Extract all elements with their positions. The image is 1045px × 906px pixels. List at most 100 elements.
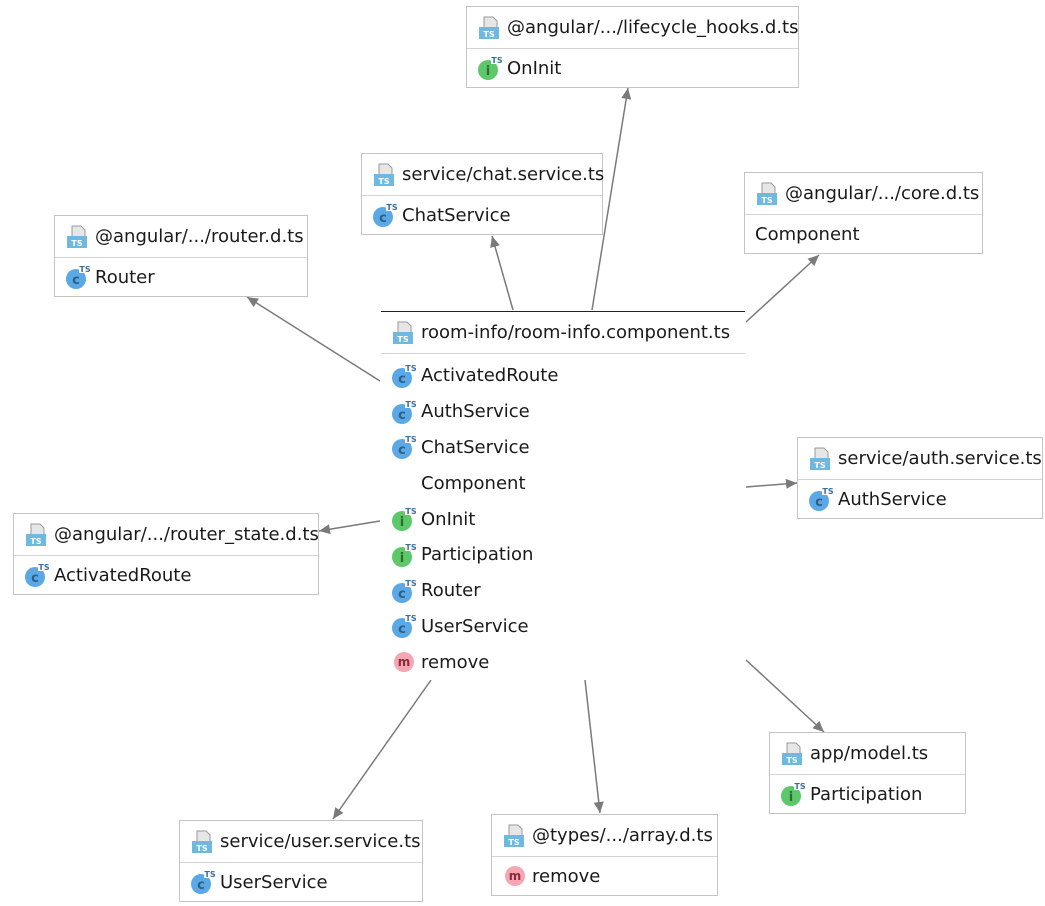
svg-text:c: c	[31, 571, 39, 586]
edge-to-array	[584, 679, 604, 814]
ts-file-icon: TS	[477, 15, 503, 41]
svg-text:TS: TS	[405, 435, 416, 444]
member-label: Component	[421, 472, 526, 494]
svg-text:TS: TS	[405, 579, 416, 588]
svg-text:TS: TS	[79, 265, 90, 274]
svg-text:TS: TS	[38, 563, 49, 572]
file-name: @types/.../array.d.ts	[532, 825, 713, 846]
member-label: Router	[95, 266, 155, 288]
ts-file-icon: TS	[372, 162, 398, 188]
member-label: AuthService	[421, 401, 530, 423]
ts-file-icon: TS	[391, 320, 417, 346]
ts-file-icon: TS	[780, 741, 806, 767]
file-name: service/user.service.ts	[220, 831, 421, 852]
svg-text:c: c	[398, 622, 406, 637]
svg-text:c: c	[398, 408, 406, 423]
method-icon: m	[391, 649, 417, 675]
svg-text:c: c	[398, 443, 406, 458]
file-name: @angular/.../router_state.d.ts	[54, 524, 319, 545]
edge-to-model	[745, 659, 825, 733]
method-icon: m	[502, 863, 528, 889]
svg-text:i: i	[400, 551, 404, 566]
member-label: UserService	[421, 615, 529, 637]
svg-text:TS: TS	[30, 537, 41, 546]
ts-file-icon: TS	[755, 181, 781, 207]
member-label: UserService	[220, 871, 328, 893]
file-name: @angular/.../core.d.ts	[785, 183, 980, 204]
svg-text:c: c	[197, 878, 205, 893]
member-label: Participation	[810, 783, 923, 805]
edge-to-chat-service	[490, 235, 514, 311]
svg-text:TS: TS	[508, 838, 519, 847]
svg-text:m: m	[398, 655, 411, 669]
member-label: remove	[532, 865, 601, 887]
file-name: @angular/.../lifecycle_hooks.d.ts	[507, 17, 799, 38]
svg-text:TS: TS	[405, 543, 416, 552]
member-row[interactable]: Component	[745, 215, 982, 253]
svg-text:c: c	[815, 495, 823, 510]
edge-to-auth-service	[745, 478, 798, 489]
svg-text:i: i	[486, 64, 490, 79]
edge-to-router-state	[318, 520, 381, 535]
node-core[interactable]: TS@angular/.../core.d.ts Component	[744, 172, 983, 254]
svg-text:TS: TS	[483, 30, 494, 39]
member-label: ActivatedRoute	[421, 365, 559, 387]
member-label: ChatService	[402, 204, 511, 226]
svg-text:TS: TS	[378, 177, 389, 186]
svg-text:c: c	[72, 273, 80, 288]
file-header: TS room-info/room-info.component.ts	[381, 311, 745, 354]
edge-to-lifecycle-hooks	[591, 87, 632, 311]
edge-to-router	[246, 296, 381, 382]
svg-text:m: m	[509, 869, 522, 883]
svg-text:TS: TS	[405, 614, 416, 623]
member-row[interactable]: Component	[381, 465, 745, 501]
svg-text:TS: TS	[397, 335, 408, 344]
member-label: ActivatedRoute	[54, 564, 192, 586]
svg-text:TS: TS	[814, 461, 825, 470]
svg-text:TS: TS	[386, 203, 397, 212]
file-name: service/auth.service.ts	[838, 448, 1042, 469]
member-label: Participation	[421, 544, 534, 566]
svg-text:TS: TS	[405, 400, 416, 409]
edge-to-core	[745, 254, 820, 323]
member-label: Router	[421, 580, 481, 602]
